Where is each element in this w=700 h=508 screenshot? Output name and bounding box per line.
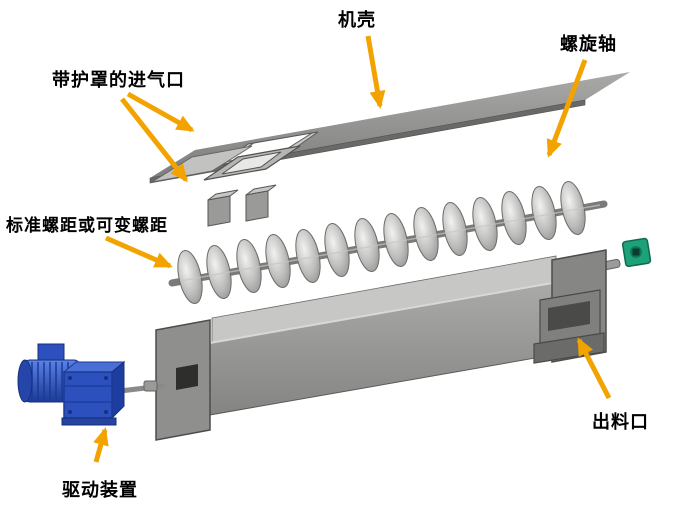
discharge-spout (533, 289, 605, 364)
label-inlet: 带护罩的进气口 (52, 70, 185, 91)
arrow-screw-shaft (546, 59, 588, 158)
arrow-pitch (104, 235, 173, 269)
trough (155, 249, 607, 441)
label-pitch: 标准螺距或可变螺距 (6, 216, 168, 236)
label-outlet: 出料口 (592, 412, 649, 433)
arrow-drive (93, 427, 109, 463)
label-drive: 驱动装置 (62, 480, 138, 501)
inlet-collar-frame (203, 145, 301, 181)
arrow-inlet-bottom (120, 97, 188, 183)
label-casing: 机壳 (338, 10, 376, 31)
arrow-casing (365, 35, 386, 109)
drive-unit (17, 343, 165, 426)
screw-auger (168, 180, 608, 305)
arrow-outlet (576, 337, 612, 400)
callout-arrows (93, 35, 612, 463)
mounting-brackets (207, 184, 277, 227)
label-screw-shaft: 螺旋轴 (560, 34, 617, 55)
arrow-inlet-top (126, 91, 195, 133)
end-bearing (621, 237, 652, 268)
